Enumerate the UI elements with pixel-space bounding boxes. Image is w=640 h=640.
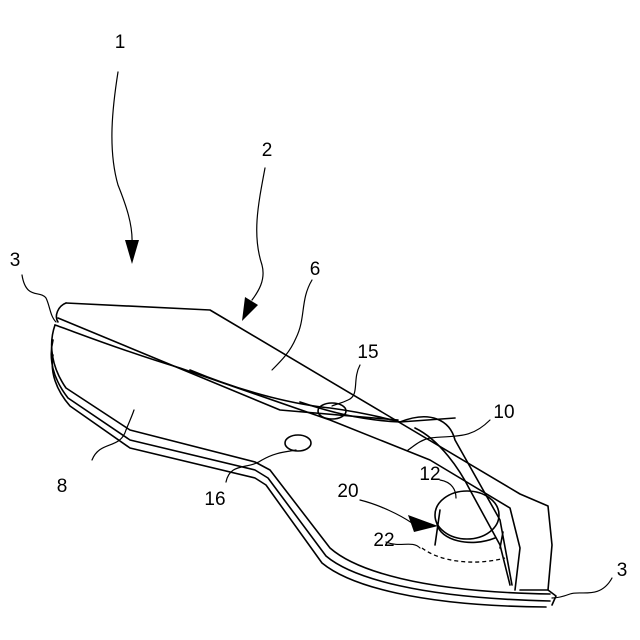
tab-arrow — [360, 500, 438, 532]
arrow-2 — [242, 168, 265, 321]
label-12: 12 — [419, 464, 440, 485]
label-8: 8 — [57, 476, 68, 497]
label-16: 16 — [204, 489, 225, 510]
label-15: 15 — [357, 342, 378, 363]
label-22: 22 — [373, 530, 394, 551]
label-10: 10 — [493, 402, 514, 423]
label-1: 1 — [115, 32, 126, 53]
label-3-right: 3 — [617, 560, 628, 581]
leader-8 — [92, 410, 134, 460]
leader-3-right — [552, 578, 612, 598]
sheet-edges — [51, 325, 550, 607]
label-6: 6 — [310, 259, 321, 280]
slit — [422, 548, 505, 562]
opening — [435, 491, 503, 548]
arrow-1 — [112, 72, 139, 264]
lower-hole — [285, 435, 311, 451]
leader-6 — [272, 280, 312, 370]
label-3-left: 3 — [10, 250, 21, 271]
leader-3-left — [22, 275, 56, 322]
label-20: 20 — [337, 481, 358, 502]
label-2: 2 — [262, 140, 273, 161]
